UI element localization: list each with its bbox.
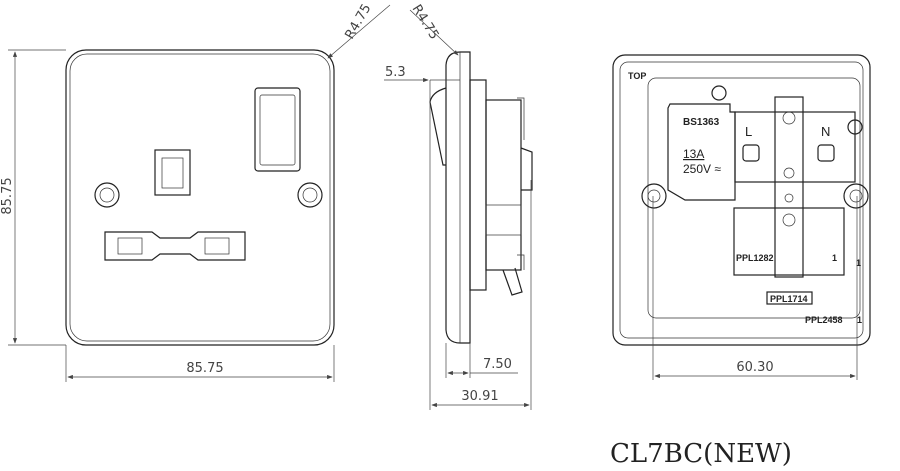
screw-icon [711, 85, 727, 101]
part-ppl2458: PPL2458 [805, 315, 843, 325]
screw-icon [847, 119, 863, 135]
current-rating: 13A [683, 147, 704, 161]
rocker-dimension: 5.3 [385, 65, 406, 80]
plate-dimension: 7.50 [483, 357, 512, 372]
height-dimension: 85.75 [0, 177, 15, 214]
earth-socket [154, 149, 191, 196]
earth-icon [782, 213, 796, 227]
part-ppl1282: PPL1282 [736, 253, 774, 263]
earth-icon [782, 111, 796, 125]
earth-strap [774, 96, 804, 278]
drawing-title: CL7BC(NEW) [610, 439, 792, 469]
side-plate [445, 51, 471, 344]
side-view: 5.3 7.50 30.91 R4.75 [384, 2, 533, 410]
side-radius-label: R4.75 [409, 2, 442, 42]
top-label: TOP [628, 71, 646, 81]
part-ppl1282-rev: 1 [832, 253, 837, 263]
live-terminal [742, 144, 760, 162]
depth-dimension: 30.91 [461, 389, 498, 404]
part-ppl1714: PPL1714 [770, 294, 808, 304]
mounting-hole-left [641, 183, 667, 209]
screw-hole-left [94, 182, 120, 208]
width-dimension: 85.75 [186, 361, 223, 376]
rating-block [667, 103, 736, 201]
part-ppl2458-rev: 1 [857, 315, 862, 325]
standard-label: BS1363 [683, 117, 720, 128]
neutral-terminal-label: N [821, 124, 830, 139]
live-neutral-sockets [104, 231, 246, 261]
front-radius-label: R4.75 [342, 2, 374, 42]
mounting-hole-right [843, 183, 869, 209]
rear-view: TOP BS1363 13A 250V ≈ L N PPL1282 1 1 PP… [612, 54, 871, 380]
live-terminal-label: L [745, 124, 752, 139]
side-rocker [429, 87, 447, 166]
front-view: 85.75 85.75 R4.75 [0, 2, 391, 382]
rocker-switch [254, 87, 301, 172]
neutral-terminal [817, 144, 835, 162]
rear-width-dimension: 60.30 [736, 360, 773, 375]
voltage-rating: 250V ≈ [683, 162, 721, 176]
screw-hole-right [297, 182, 323, 208]
rev-label: 1 [856, 258, 861, 268]
faceplate [65, 49, 335, 346]
